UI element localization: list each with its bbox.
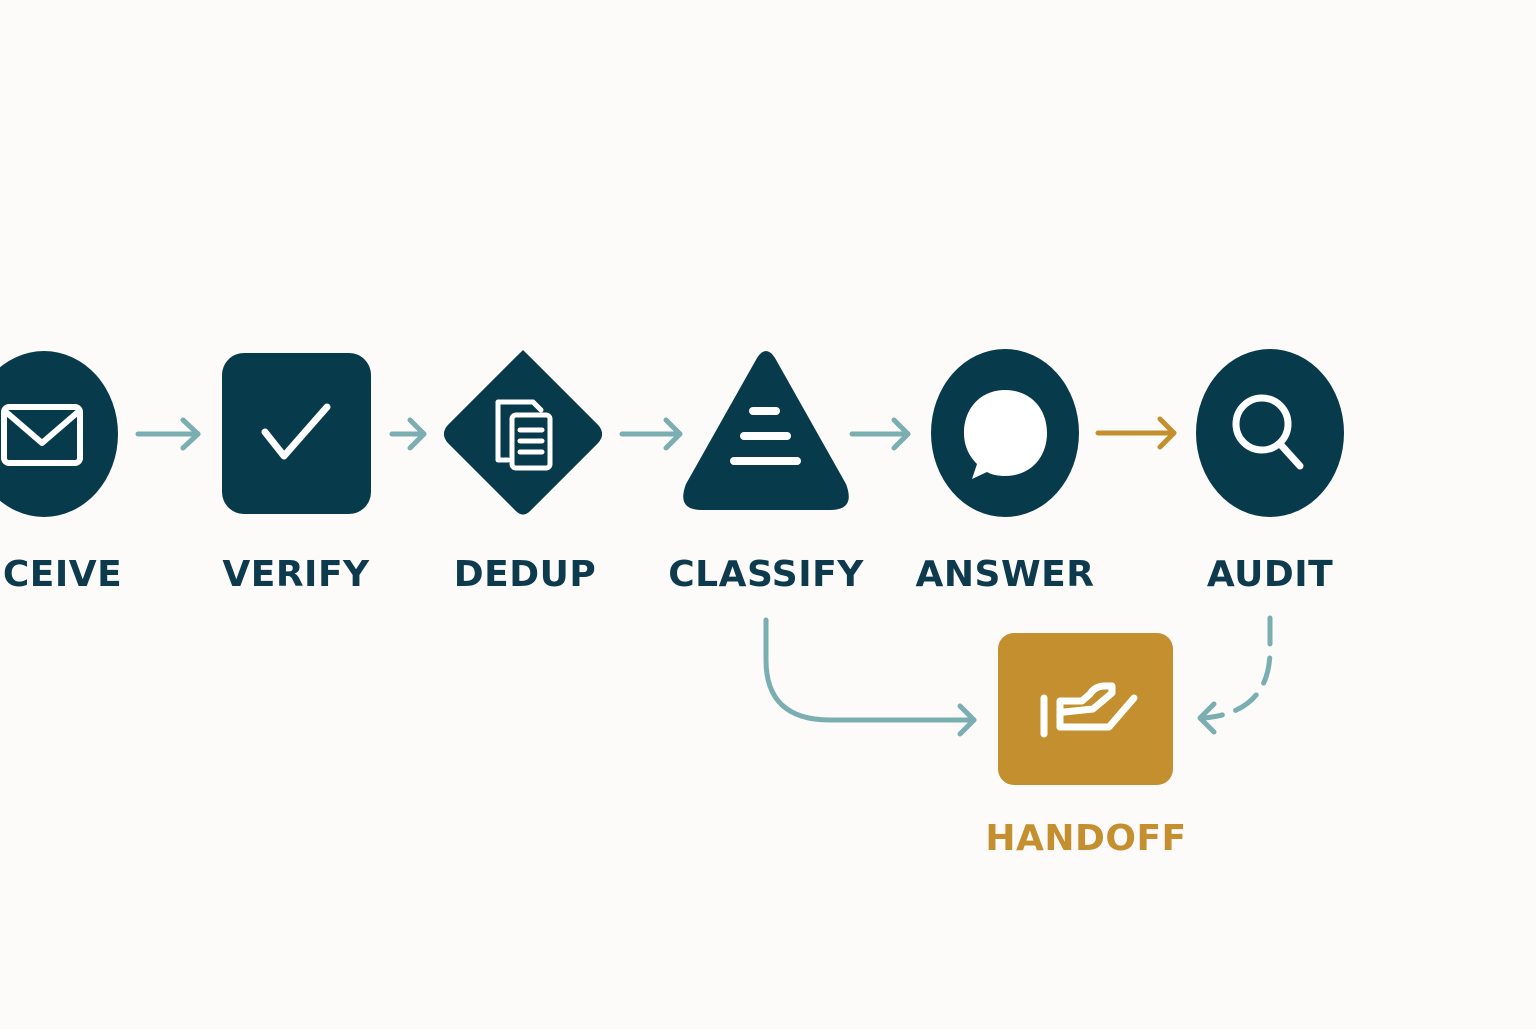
node-verify[interactable] [222, 353, 371, 514]
node-classify[interactable] [683, 351, 849, 510]
magnifier-icon [1232, 394, 1304, 470]
connector-classify-handoff [763, 617, 977, 737]
label-dedup: DEDUP [453, 554, 597, 595]
label-answer: ANSWER [915, 554, 1095, 595]
hand-icon [1040, 682, 1138, 738]
connector-audit-handoff [1197, 615, 1273, 735]
checkmark-icon [261, 403, 331, 460]
label-handoff: HANDOFF [985, 818, 1187, 859]
copy-documents-icon [495, 399, 553, 471]
speech-bubble-icon [964, 390, 1047, 479]
node-handoff[interactable] [998, 633, 1173, 785]
connector-classify-answer [849, 417, 911, 451]
connector-answer-audit [1095, 416, 1177, 450]
node-answer[interactable] [931, 349, 1079, 517]
node-dedup[interactable] [444, 350, 602, 515]
envelope-icon [1, 404, 83, 466]
label-audit: AUDIT [1206, 554, 1334, 595]
node-audit[interactable] [1196, 349, 1344, 517]
label-verify: VERIFY [222, 554, 370, 595]
connector-receive-verify [135, 417, 201, 451]
connector-verify-dedup [389, 417, 427, 451]
label-classify: CLASSIFY [668, 554, 864, 595]
connector-dedup-classify [619, 417, 683, 451]
label-receive: ECEIVE [0, 554, 123, 595]
stacked-lines-icon [730, 407, 801, 465]
node-receive[interactable] [0, 351, 118, 517]
